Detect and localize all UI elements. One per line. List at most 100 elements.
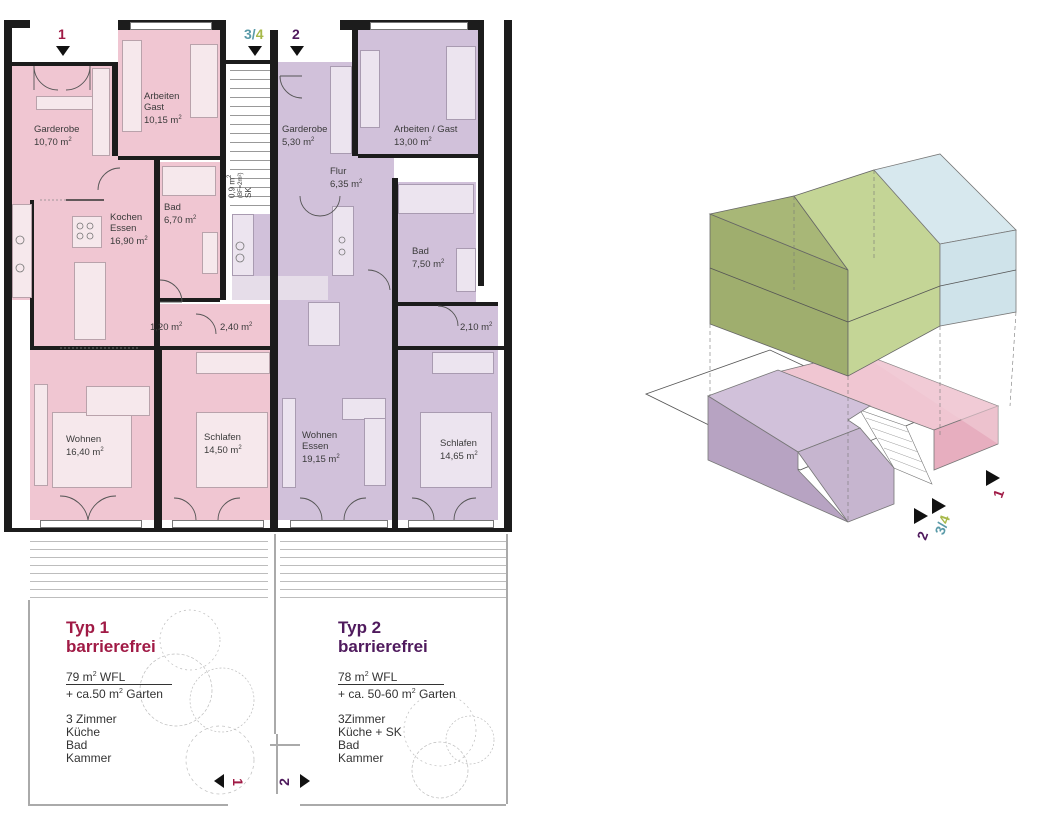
legend-typ1-wfl: 79 m2 WFL	[66, 668, 172, 685]
desk	[360, 50, 380, 128]
outer-wall-bottom	[4, 528, 512, 532]
bed	[196, 412, 268, 488]
garden-entrance-2-arrow	[300, 774, 310, 788]
label-kammer-typ2: 2,10 m2	[460, 322, 493, 334]
outer-wall-left	[4, 20, 12, 530]
kitchen-counter	[232, 214, 254, 276]
garden-fence	[276, 734, 278, 794]
wall	[226, 60, 278, 64]
entrance-34-arrow	[248, 46, 262, 56]
label-schlafen-typ2: Schlafen 14,65 m2	[440, 438, 478, 462]
entrance-34-number: 3/4	[244, 26, 263, 42]
shelf	[282, 398, 296, 488]
axo-floor-line	[709, 267, 849, 323]
terrace-typ1	[30, 534, 268, 602]
label-kammer-typ1: 2,40 m2	[220, 322, 253, 334]
wall	[154, 156, 160, 346]
garden-fence	[274, 534, 276, 734]
legend-typ1-line: Küche	[66, 725, 101, 739]
legend-typ2-title: Typ 2	[338, 618, 382, 637]
bed	[420, 412, 492, 488]
axo-typ1-side	[858, 352, 998, 444]
tree-canopies	[139, 609, 495, 799]
sofa-bed	[446, 46, 476, 120]
garden-fence	[28, 600, 30, 804]
stairwell	[230, 62, 274, 212]
dining-table	[308, 302, 340, 346]
room-kammer-typ2	[396, 306, 498, 346]
wall	[220, 30, 226, 300]
room-name: Wohnen Essen	[302, 430, 338, 452]
axo-entrance-34-number: 3/4	[931, 513, 953, 537]
axo-typ2-front-left	[707, 395, 849, 523]
outer-wall-right	[504, 20, 512, 530]
window	[408, 520, 494, 528]
legend-typ2-line: Kammer	[338, 751, 384, 765]
armchair	[86, 386, 150, 416]
legend-typ1: Typ 1 barrierefrei 79 m2 WFL + ca.50 m2 …	[66, 618, 172, 765]
terrace-typ2	[280, 534, 506, 602]
legend-typ1-line: Kammer	[66, 751, 112, 765]
kitchen-counter	[12, 204, 32, 298]
door-swings	[15, 65, 477, 521]
axo-entrance-1-arrow	[986, 470, 1000, 486]
room-area: 10,15 m2	[144, 115, 182, 127]
legend-typ2-line: Bad	[338, 738, 360, 752]
wall	[160, 346, 270, 350]
room-area: 16,90 m2	[110, 236, 148, 248]
label-flur-120-typ1: 1,20 m2	[150, 322, 183, 334]
room-area: 16,40 m2	[66, 447, 104, 459]
garden-fence	[300, 804, 506, 806]
label-kochen-essen-typ1: Kochen Essen 16,90 m2	[110, 212, 148, 247]
legend-typ2-subtitle: barrierefrei	[338, 637, 428, 656]
room-name: Garderobe	[34, 124, 80, 135]
entrance-1-number: 1	[58, 26, 66, 42]
room-area: 6,70 m2	[164, 215, 197, 227]
axo-typ2-front	[797, 427, 895, 523]
room-name: Arbeiten / Gast	[394, 124, 458, 135]
desk	[122, 40, 142, 132]
legend-typ2: Typ 2 barrierefrei 78 m2 WFL + ca. 50-60…	[338, 618, 456, 765]
wall	[478, 20, 484, 286]
dining-table	[74, 262, 106, 340]
legend-typ1-line: Bad	[66, 738, 88, 752]
legend-typ2-line: Küche + SK	[338, 725, 402, 739]
room-area: 10,70 m2	[34, 137, 72, 149]
kitchen-island	[72, 216, 102, 248]
label-bad-typ1: Bad 6,70 m2	[164, 202, 196, 226]
wall	[118, 156, 226, 160]
sofa	[364, 418, 386, 486]
axonometric-diagram: 1 2 3/4	[644, 153, 1017, 542]
garden-fence	[506, 534, 508, 804]
entrance-3-label: 3/	[244, 26, 256, 42]
outer-wall-top-left	[4, 20, 30, 28]
axo-entrance-2-number: 2	[913, 529, 931, 542]
room-name: Kochen Essen	[110, 212, 143, 234]
room-flur-typ1	[154, 304, 270, 346]
wall	[154, 346, 162, 528]
bathtub	[162, 166, 216, 196]
room-area: 14,65 m2	[440, 451, 478, 463]
room-name: Schlafen	[440, 438, 477, 449]
wall	[352, 30, 358, 156]
washbasin	[456, 248, 476, 292]
room-name: Flur	[330, 166, 347, 177]
legend-typ2-wfl: 78 m2 WFL	[338, 668, 444, 685]
axo-stair-steps	[865, 417, 927, 473]
room-area: 19,15 m2	[302, 454, 340, 466]
sofa	[34, 384, 48, 486]
room-name: Bad	[164, 202, 181, 213]
axo-entrance-3-label: 3/	[931, 520, 950, 537]
window	[370, 22, 468, 30]
legend-typ2-garden: + ca. 50-60 m2 Garten	[338, 687, 456, 701]
stair-landing	[232, 276, 328, 300]
window	[290, 520, 388, 528]
legend-typ1-line: 3 Zimmer	[66, 712, 117, 726]
entrance-1-arrow	[56, 46, 70, 56]
room-name: Bad	[412, 246, 429, 257]
